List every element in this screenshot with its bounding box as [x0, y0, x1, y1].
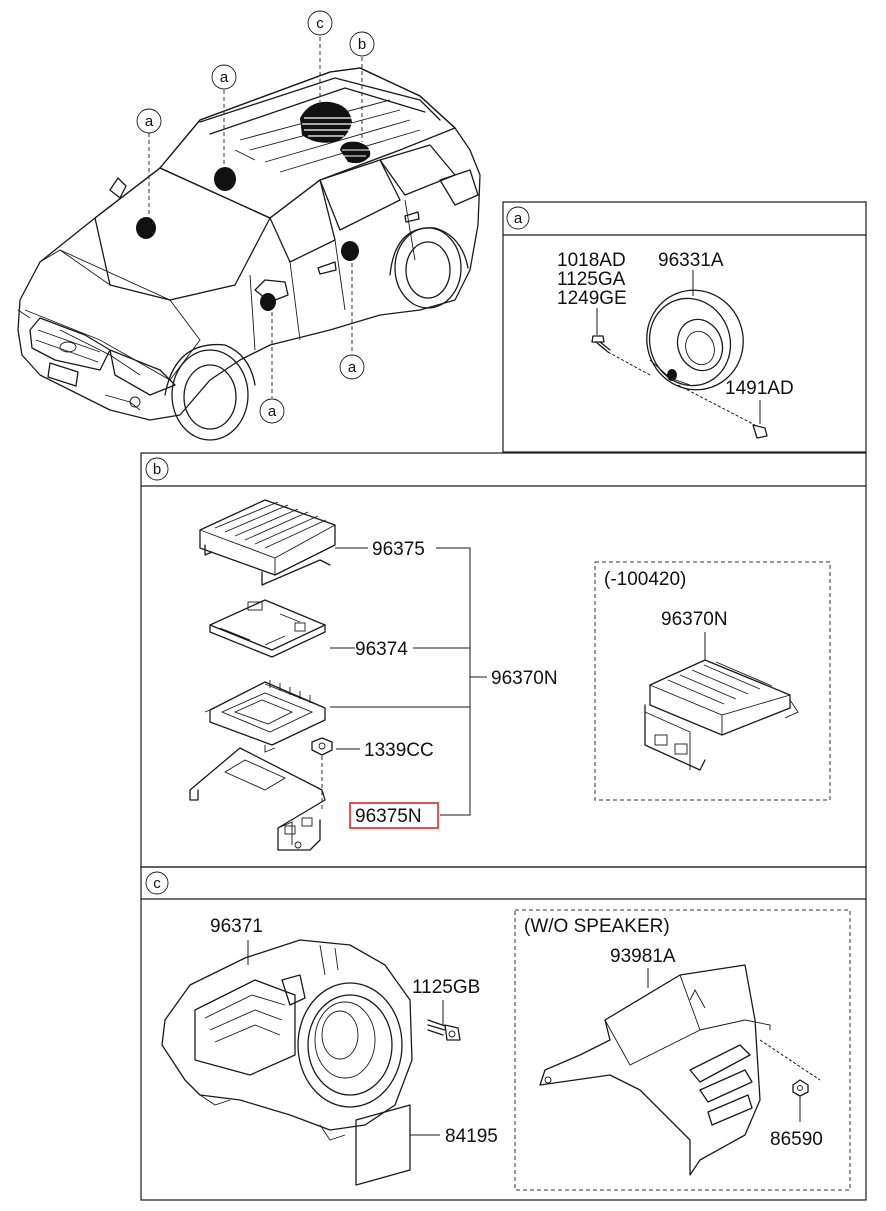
part-96370N-variant: 96370N — [661, 609, 728, 630]
svg-text:a: a — [145, 113, 154, 130]
speaker-cover-drawing — [539, 964, 771, 1176]
callout-a-front-door: a — [259, 398, 285, 424]
section-b-letter: b — [153, 461, 161, 478]
nut-drawing — [311, 737, 333, 812]
part-1491AD: 1491AD — [725, 378, 794, 399]
part-96375N: 96375N — [355, 806, 422, 827]
section-c-panel: c 96371 1125GB 84195 — [140, 866, 867, 1201]
section-a-panel: a 1018AD 1125GA 1249GE 96331A 1491AD — [502, 201, 867, 453]
bracket-drawing — [189, 747, 326, 851]
circuit-board-drawing — [209, 599, 326, 658]
section-b-panel: b — [140, 452, 867, 868]
part-1125GA: 1125GA — [557, 269, 626, 290]
part-96331A: 96331A — [658, 250, 724, 271]
amp-cover-drawing — [199, 499, 336, 586]
section-a-letter: a — [514, 210, 523, 227]
part-1018AD: 1018AD — [557, 250, 626, 271]
bolt-drawing — [427, 1019, 461, 1041]
part-96370N: 96370N — [491, 668, 558, 689]
small-nut-drawing — [759, 1039, 821, 1097]
subwoofer-drawing — [161, 939, 413, 1141]
amp-housing-drawing — [204, 680, 326, 753]
part-96375: 96375 — [372, 539, 425, 560]
clip-drawing — [677, 384, 768, 439]
part-86590: 86590 — [770, 1129, 823, 1150]
part-93981A: 93981A — [610, 946, 676, 967]
callout-c-subwoofer: c — [307, 10, 333, 36]
part-84195: 84195 — [445, 1126, 498, 1147]
svg-text:c: c — [316, 15, 324, 32]
variant-label-c: (W/O SPEAKER) — [524, 916, 670, 937]
svg-text:a: a — [220, 69, 229, 86]
svg-text:b: b — [358, 36, 366, 53]
callout-a-windshield: a — [136, 108, 162, 134]
label-sticker-drawing — [355, 1104, 411, 1186]
part-1125GB: 1125GB — [412, 977, 480, 998]
callout-b-amplifier: b — [349, 31, 375, 57]
screw-drawing — [591, 308, 651, 376]
amp-assembly-drawing — [644, 659, 799, 771]
callout-a-rear-door: a — [339, 354, 365, 380]
part-1339CC: 1339CC — [364, 740, 434, 761]
svg-text:a: a — [268, 403, 277, 420]
part-96371: 96371 — [210, 916, 263, 937]
speaker-drawing — [646, 270, 744, 391]
part-96374: 96374 — [355, 639, 408, 660]
variant-box-b — [594, 561, 831, 801]
callout-a-roof: a — [211, 64, 237, 90]
variant-label-b: (-100420) — [604, 569, 686, 590]
section-c-letter: c — [153, 875, 161, 892]
highlight-box — [349, 802, 439, 829]
vehicle-illustration — [17, 67, 481, 441]
part-1249GE: 1249GE — [557, 288, 627, 309]
car-callout-leaders — [148, 37, 363, 398]
svg-text:a: a — [348, 359, 357, 376]
